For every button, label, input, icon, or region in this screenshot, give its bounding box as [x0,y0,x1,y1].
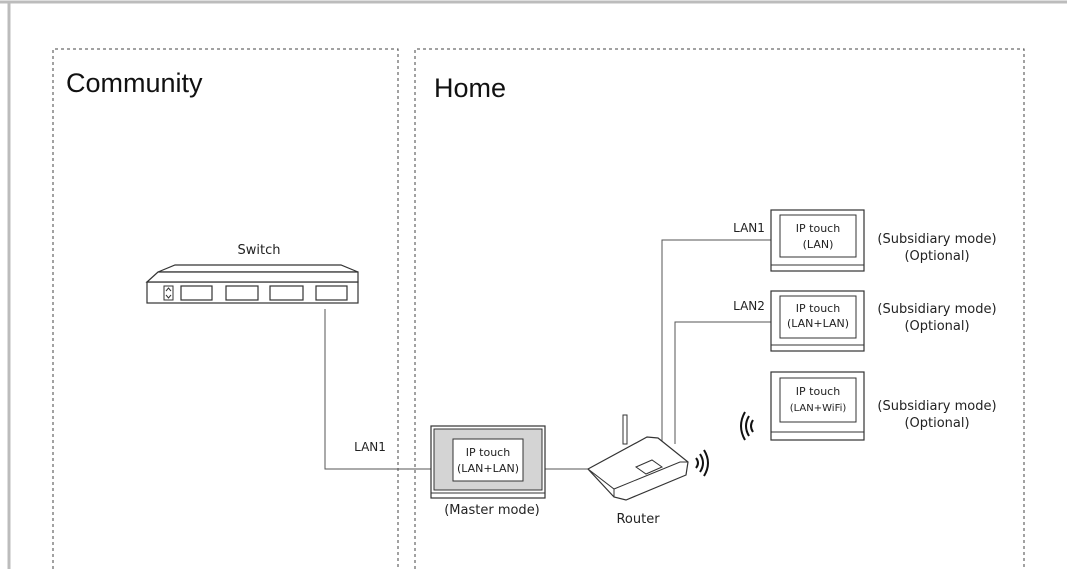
router-to-sub1-cable [661,239,771,443]
community-zone-title: Community [66,68,203,98]
network-switch: Switch [145,243,359,304]
sub2-mode-caption: (Subsidiary mode) [877,302,996,317]
master-link-label: LAN1 [354,440,386,454]
switch-label: Switch [238,243,281,258]
community-zone: Community [52,48,399,569]
master-mode-caption: (Master mode) [444,503,540,518]
subsidiary-ip-touch-3: IP touch (LAN+WiFi) (Subsidiary mode) (O… [740,371,997,441]
sub1-mode-caption: (Subsidiary mode) [877,232,996,247]
sub1-device-line2: (LAN) [803,238,834,251]
subsidiary-ip-touch-2: IP touch (LAN+LAN) (Subsidiary mode) (Op… [733,290,997,352]
master-device-line2: (LAN+LAN) [457,462,519,475]
switch-ports [180,285,348,301]
sub2-device-line1: IP touch [796,302,840,315]
master-ip-touch: IP touch (LAN+LAN) (Master mode) [430,425,546,518]
sub1-device-line1: IP touch [796,222,840,235]
sub3-mode-caption: (Subsidiary mode) [877,399,996,414]
switch-to-master-cable [324,309,431,470]
sub2-link-label: LAN2 [733,299,765,313]
sub1-optional-caption: (Optional) [904,249,969,264]
router-label: Router [616,512,660,527]
sub2-device-line2: (LAN+LAN) [787,317,849,330]
router: Router [587,414,709,527]
switch-indicator-icon [163,285,174,301]
sub3-device-line1: IP touch [796,385,840,398]
home-zone-title: Home [434,73,506,103]
sub3-optional-caption: (Optional) [904,416,969,431]
router-to-sub2-cable [674,321,771,444]
sub2-optional-caption: (Optional) [904,319,969,334]
master-device-line1: IP touch [466,446,510,459]
cables [324,239,771,470]
wifi-receive-icon [740,411,754,441]
sub1-link-label: LAN1 [733,221,765,235]
wifi-signal-icon [695,449,709,477]
subsidiary-ip-touch-1: IP touch (LAN) (Subsidiary mode) (Option… [733,209,997,272]
home-zone: Home [414,48,1025,569]
sub3-device-line2: (LAN+WiFi) [790,403,847,414]
